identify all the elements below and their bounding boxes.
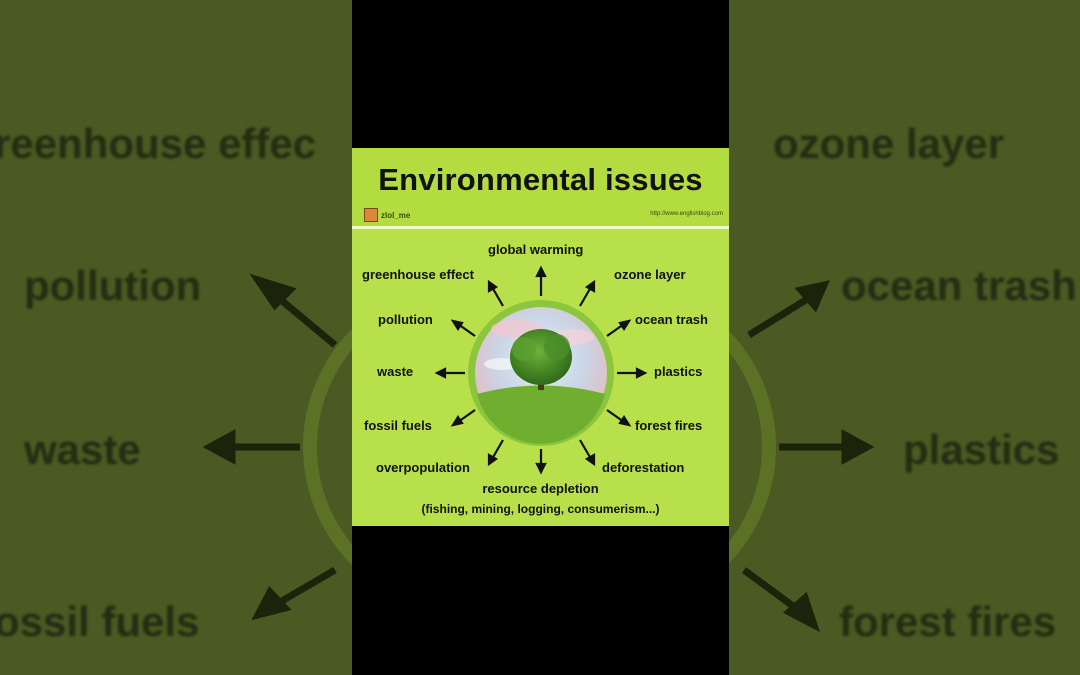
- bg-text-ocean: ocean trash: [841, 262, 1077, 309]
- blurred-background-left: reenhouse effec pollution waste ossil fu…: [0, 0, 352, 675]
- issues-diagram: global warming greenhouse effect ozone l…: [352, 229, 729, 526]
- label-greenhouse-effect: greenhouse effect: [362, 267, 474, 282]
- bg-text-plastics: plastics: [903, 426, 1060, 473]
- bg-arrows-left: [202, 273, 352, 621]
- label-pollution: pollution: [378, 312, 433, 327]
- infographic-card: Environmental issues zlol_me http://www.…: [352, 148, 729, 526]
- label-plastics: plastics: [654, 364, 703, 379]
- bg-text-ozone: ozone layer: [773, 120, 1005, 167]
- label-waste: waste: [377, 364, 414, 379]
- bg-text-greenhouse: reenhouse effec: [0, 120, 317, 167]
- bg-text-pollution: pollution: [24, 262, 202, 309]
- author-logo-icon: [364, 208, 378, 222]
- label-ocean-trash: ocean trash: [635, 312, 708, 327]
- diagram-graphics: [434, 265, 648, 475]
- label-deforestation: deforestation: [602, 460, 685, 475]
- radial-arrows: [434, 265, 648, 475]
- label-resource-depletion: resource depletion: [482, 481, 599, 496]
- grass: [477, 385, 605, 444]
- bg-text-forest: forest fires: [839, 598, 1057, 645]
- label-ozone-layer: ozone layer: [614, 267, 686, 282]
- label-forest-fires: forest fires: [635, 418, 703, 433]
- author-name: zlol_me: [381, 210, 411, 220]
- source-url: http://www.englishblog.com: [650, 211, 723, 217]
- bg-text-waste: waste: [24, 426, 141, 473]
- bg-text-fossil: ossil fuels: [0, 598, 200, 645]
- label-resource-depletion-detail: (fishing, mining, logging, consumerism..…: [421, 502, 660, 516]
- page-title: Environmental issues: [378, 162, 703, 197]
- blurred-background-right: ozone layer ocean trash plastics forest …: [729, 0, 1080, 675]
- label-overpopulation: overpopulation: [376, 460, 470, 475]
- label-fossil-fuels: fossil fuels: [364, 418, 432, 433]
- author-credit: zlol_me: [364, 208, 410, 222]
- bg-arrows-right: [729, 280, 875, 633]
- label-global-warming: global warming: [488, 242, 584, 257]
- header-divider: [352, 226, 729, 229]
- card-header: Environmental issues zlol_me http://www.…: [352, 148, 729, 226]
